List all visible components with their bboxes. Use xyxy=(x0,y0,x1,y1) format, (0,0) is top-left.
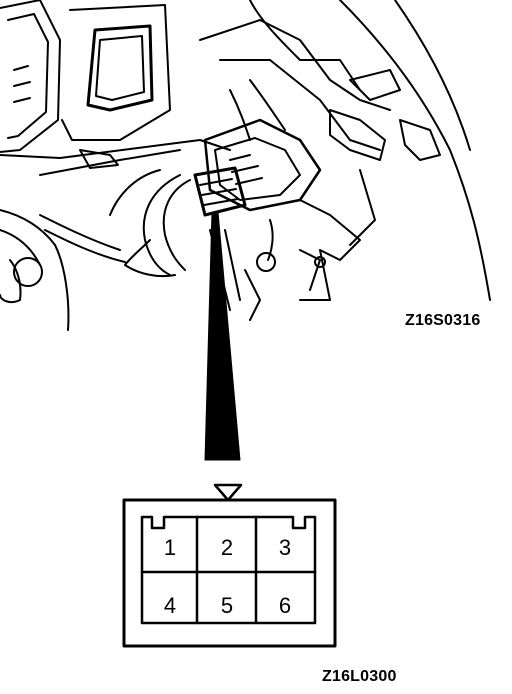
pin-6-label: 6 xyxy=(279,593,291,618)
pin-2-label: 2 xyxy=(221,535,233,560)
pointer-arrow xyxy=(204,211,241,461)
connector-face xyxy=(122,483,337,648)
location-figure-code: Z16S0316 xyxy=(405,312,481,329)
pin-1-label: 1 xyxy=(164,535,176,560)
connector-pin-labels: 1 2 3 4 5 6 xyxy=(164,535,291,618)
pin-5-label: 5 xyxy=(221,593,233,618)
connector-figure-code: Z16L0300 xyxy=(322,668,397,685)
dashboard-illustration xyxy=(0,0,491,331)
pin-3-label: 3 xyxy=(279,535,291,560)
pin-4-label: 4 xyxy=(164,593,176,618)
